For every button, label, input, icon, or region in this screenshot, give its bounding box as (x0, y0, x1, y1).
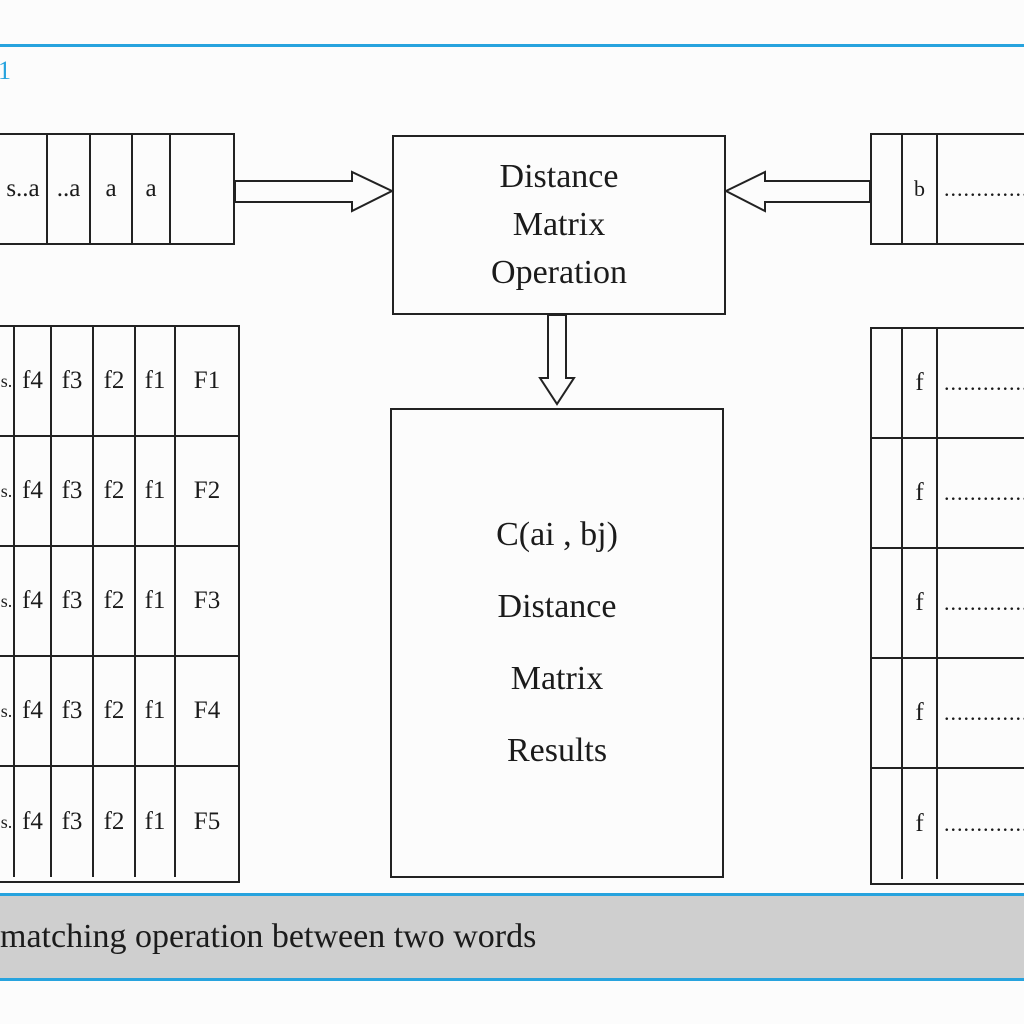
results-line-4: Results (506, 732, 608, 769)
feature-cell: s. (0, 327, 15, 435)
right-feature-empty (872, 549, 903, 657)
right-feature-empty (872, 659, 903, 767)
feature-cell: f1 (136, 657, 176, 765)
right-feature-label: f (903, 769, 938, 879)
operation-line-2: Matrix (512, 206, 606, 243)
right-feature-dots: .................... (944, 370, 1024, 395)
feature-cell: f3 (52, 327, 94, 435)
feature-row-label: F2 (193, 477, 221, 504)
feature-cell: f3 (52, 547, 94, 655)
sequence-a-grid: s..a ..a a a (0, 133, 235, 245)
feature-row-label: F5 (193, 808, 221, 835)
operation-line-3: Operation (491, 254, 627, 291)
right-feature-empty (872, 329, 903, 437)
right-feature-empty (872, 439, 903, 547)
feature-cell: f2 (94, 767, 136, 877)
left-feature-row: s. f4 f3 f2 f1 F5 (0, 767, 238, 877)
right-feature-label: f (903, 549, 938, 657)
feature-cell: f4 (15, 657, 52, 765)
feature-cell: f4 (15, 547, 52, 655)
feature-cell: s. (0, 437, 15, 545)
caption-bottom-divider (0, 978, 1024, 981)
feature-cell: f2 (94, 437, 136, 545)
left-feature-row: s. f4 f3 f2 f1 F3 (0, 547, 238, 657)
right-feature-grid: f .................... f ...............… (870, 327, 1024, 885)
feature-cell: f1 (136, 767, 176, 877)
feature-row-label: F1 (193, 367, 221, 394)
sequence-a-cell: a (91, 135, 133, 243)
feature-cell: f1 (136, 437, 176, 545)
sequence-b-label: b (903, 135, 938, 243)
left-feature-row: s. f4 f3 f2 f1 F1 (0, 327, 238, 437)
distance-matrix-results-box: C(ai , bj) Distance Matrix Results (390, 408, 724, 878)
feature-cell: f1 (136, 547, 176, 655)
sequence-a-cell: ..a (48, 135, 91, 243)
results-line-1: C(ai , bj) (496, 516, 618, 553)
feature-cell: f4 (15, 327, 52, 435)
feature-cell: f2 (94, 547, 136, 655)
feature-cell: s. (0, 767, 15, 877)
feature-cell: f3 (52, 657, 94, 765)
right-feature-dots: .................... (944, 590, 1024, 615)
figure-label: 1 (0, 56, 11, 85)
right-feature-row: f .................... (872, 549, 1024, 659)
arrow-right-icon (234, 170, 395, 213)
right-feature-row: f .................... (872, 329, 1024, 439)
results-line-3: Matrix (510, 660, 604, 697)
feature-cell: s. (0, 547, 15, 655)
sequence-b-cell-empty (872, 135, 903, 243)
right-feature-dots: .................... (944, 811, 1024, 836)
left-feature-grid: s. f4 f3 f2 f1 F1 s. f4 f3 f2 f1 F2 s. f… (0, 325, 240, 883)
top-divider (0, 44, 1024, 47)
distance-matrix-operation-box: Distance Matrix Operation (392, 135, 726, 315)
arrow-down-icon (538, 314, 576, 406)
sequence-a-cell: s..a (0, 135, 48, 243)
results-line-2: Distance (497, 588, 617, 625)
right-feature-row: f .................... (872, 769, 1024, 879)
right-feature-dots: .................... (944, 700, 1024, 725)
right-feature-empty (872, 769, 903, 879)
feature-cell: s. (0, 657, 15, 765)
left-feature-row: s. f4 f3 f2 f1 F2 (0, 437, 238, 547)
right-feature-label: f (903, 439, 938, 547)
feature-row-label: F3 (193, 587, 221, 614)
feature-cell: f2 (94, 657, 136, 765)
figure-caption: matching operation between two words (0, 896, 1024, 978)
operation-line-1: Distance (499, 158, 619, 195)
right-feature-label: f (903, 659, 938, 767)
feature-cell: f3 (52, 767, 94, 877)
sequence-b-grid: b .................... (870, 133, 1024, 245)
right-feature-row: f .................... (872, 659, 1024, 769)
right-feature-dots: .................... (944, 480, 1024, 505)
right-feature-row: f .................... (872, 439, 1024, 549)
feature-cell: f4 (15, 437, 52, 545)
feature-row-label: F4 (193, 697, 221, 724)
feature-cell: f3 (52, 437, 94, 545)
sequence-b-dots: .................... (944, 176, 1024, 201)
feature-cell: f2 (94, 327, 136, 435)
right-feature-label: f (903, 329, 938, 437)
feature-cell: f4 (15, 767, 52, 877)
caption-top-divider (0, 893, 1024, 896)
arrow-left-icon (723, 170, 871, 213)
sequence-a-cell: a (133, 135, 171, 243)
left-feature-row: s. f4 f3 f2 f1 F4 (0, 657, 238, 767)
feature-cell: f1 (136, 327, 176, 435)
